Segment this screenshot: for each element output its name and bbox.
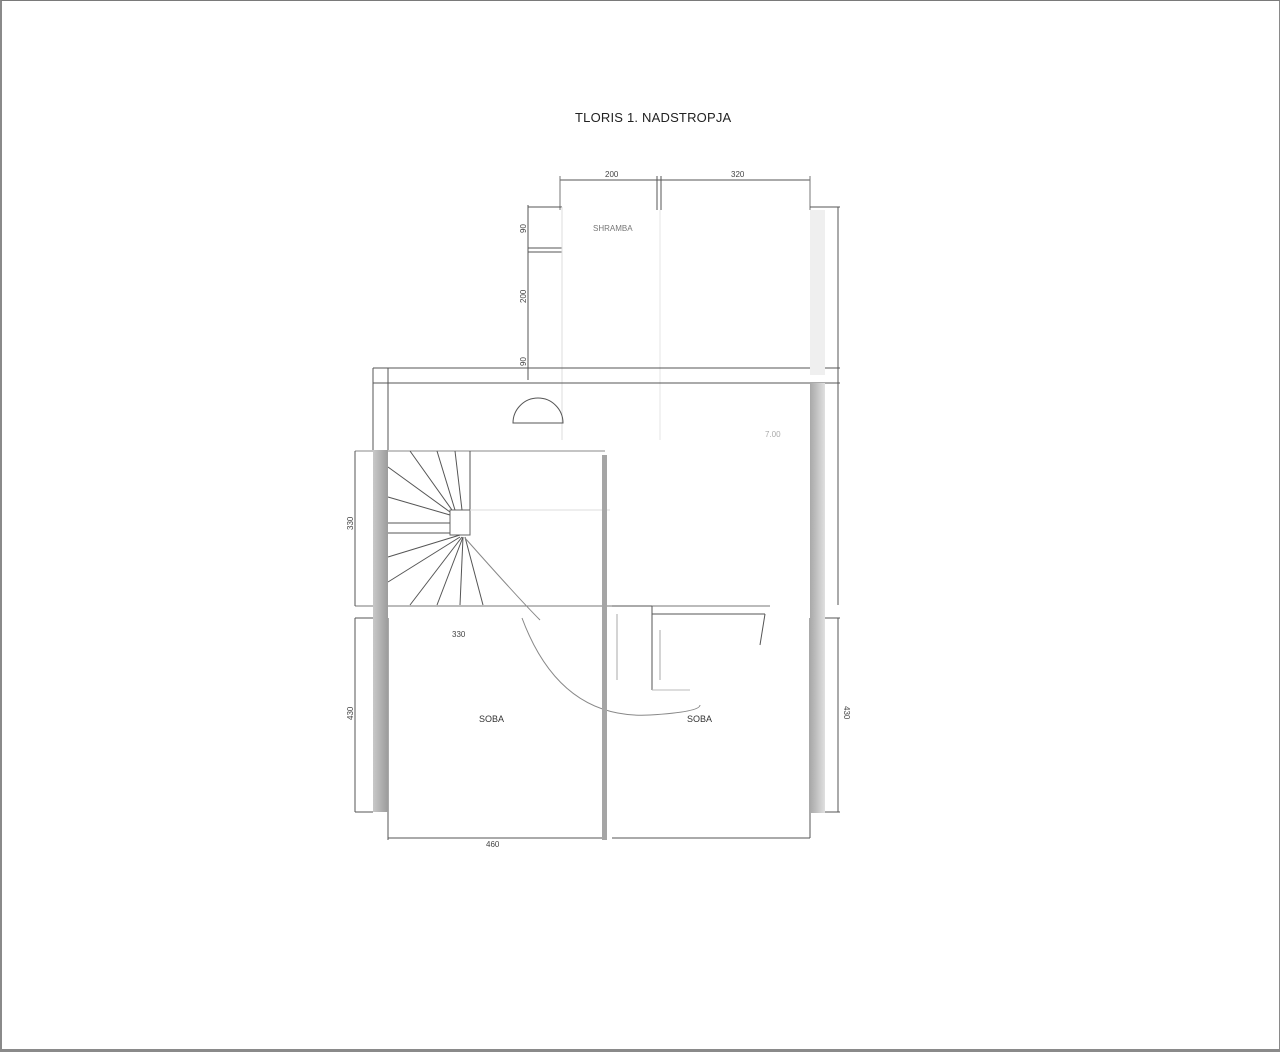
dim-bottom: 460	[486, 840, 500, 849]
dim-right-lower: 430	[842, 706, 851, 720]
room-label-left: SOBA	[479, 714, 505, 724]
dim-top-right: 320	[731, 170, 745, 179]
dim-top-left: 200	[605, 170, 619, 179]
drawing-title: TLORIS 1. NADSTROPJA	[575, 110, 732, 125]
room-label-top: SHRAMBA	[593, 224, 633, 233]
faint-label-right: 7.00	[765, 430, 781, 439]
room-label-right: SOBA	[687, 714, 713, 724]
dim-left-stair: 330	[346, 516, 355, 530]
dim-stair-bottom: 330	[452, 630, 466, 639]
dim-left-upper-2: 200	[519, 289, 528, 303]
dim-left-upper-1: 90	[519, 224, 528, 233]
dim-left-lower: 430	[346, 706, 355, 720]
dim-left-upper-3: 90	[519, 357, 528, 366]
